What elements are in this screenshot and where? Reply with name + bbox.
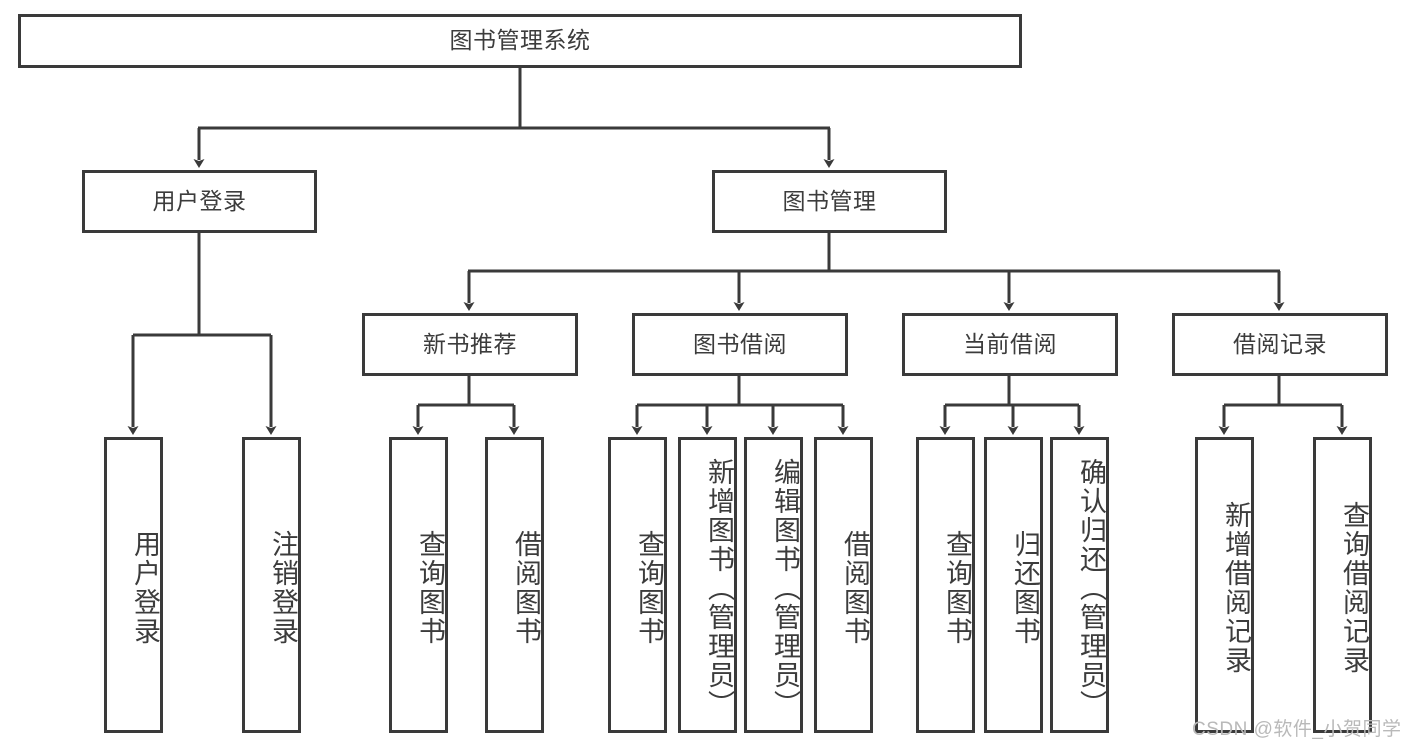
node-leaf-borrow-book-2-label: 借阅图书 [840,530,870,646]
node-root[interactable]: 图书管理系统 [18,14,1022,68]
node-leaf-confirm-return-label: 确认归还（管理员） [1076,457,1106,719]
node-leaf-query-book-1[interactable]: 查询图书 [389,437,448,733]
node-leaf-add-book[interactable]: 新增图书（管理员） [678,437,737,733]
node-leaf-query-record-label: 查询借阅记录 [1339,501,1369,675]
node-new-book-recommend[interactable]: 新书推荐 [362,313,578,376]
node-leaf-borrow-book-1[interactable]: 借阅图书 [485,437,544,733]
node-leaf-query-book-3[interactable]: 查询图书 [916,437,975,733]
node-leaf-user-login-label: 用户登录 [130,530,160,646]
node-leaf-add-record-label: 新增借阅记录 [1221,501,1251,675]
node-leaf-query-book-2[interactable]: 查询图书 [608,437,667,733]
node-user-login-label: 用户登录 [152,187,247,214]
node-book-borrow-label: 图书借阅 [693,330,787,357]
node-leaf-edit-book-label: 编辑图书（管理员） [770,457,800,719]
node-leaf-add-record[interactable]: 新增借阅记录 [1195,437,1254,733]
node-leaf-query-book-3-label: 查询图书 [942,530,972,646]
node-leaf-edit-book[interactable]: 编辑图书（管理员） [744,437,803,733]
node-user-login[interactable]: 用户登录 [82,170,317,233]
node-book-manage[interactable]: 图书管理 [712,170,947,233]
node-leaf-borrow-book-1-label: 借阅图书 [511,530,541,646]
node-leaf-query-book-1-label: 查询图书 [415,530,445,646]
node-book-borrow[interactable]: 图书借阅 [632,313,848,376]
node-leaf-return-book-label: 归还图书 [1010,530,1040,646]
node-borrow-record[interactable]: 借阅记录 [1172,313,1388,376]
node-leaf-confirm-return[interactable]: 确认归还（管理员） [1050,437,1109,733]
node-current-borrow-label: 当前借阅 [963,330,1057,357]
node-borrow-record-label: 借阅记录 [1233,330,1327,357]
node-leaf-return-book[interactable]: 归还图书 [984,437,1043,733]
node-leaf-add-book-label: 新增图书（管理员） [704,457,734,719]
node-leaf-user-login[interactable]: 用户登录 [104,437,163,733]
node-leaf-query-record[interactable]: 查询借阅记录 [1313,437,1372,733]
watermark: CSDN @软件_小贺同学 [1192,719,1402,740]
node-book-manage-label: 图书管理 [782,187,877,214]
node-leaf-logout[interactable]: 注销登录 [242,437,301,733]
node-new-book-recommend-label: 新书推荐 [423,330,517,357]
node-leaf-logout-label: 注销登录 [268,530,298,646]
node-leaf-borrow-book-2[interactable]: 借阅图书 [814,437,873,733]
node-current-borrow[interactable]: 当前借阅 [902,313,1118,376]
node-leaf-query-book-2-label: 查询图书 [634,530,664,646]
node-root-label: 图书管理系统 [449,27,591,54]
